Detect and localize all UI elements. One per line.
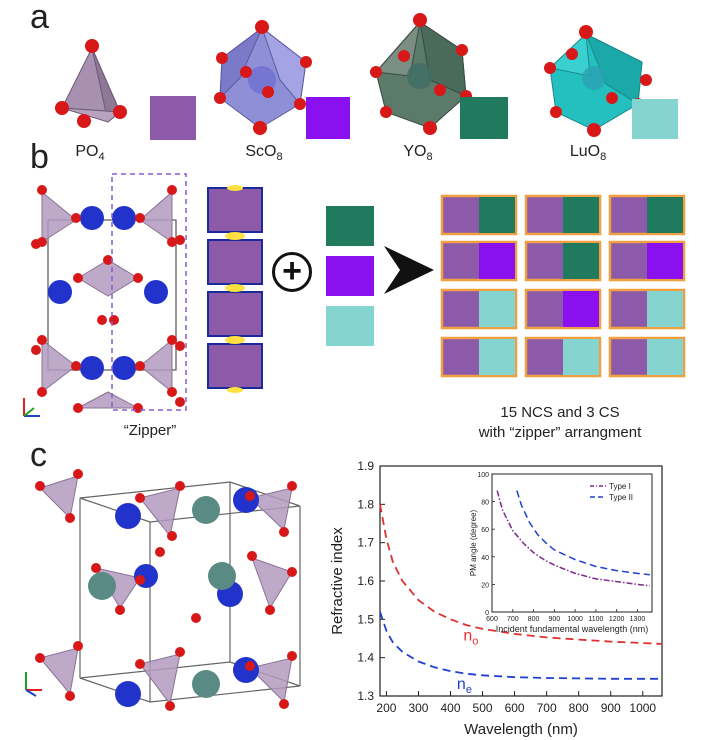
- y-tick-label: 1.8: [357, 497, 374, 511]
- luo8-label: LuO8: [569, 143, 607, 164]
- panel-a-label: a: [30, 0, 49, 36]
- x-tick-label: 600: [505, 701, 525, 715]
- x-tick-label: 1000: [629, 701, 656, 715]
- axis-indicator-c: [25, 672, 42, 697]
- y-tick-label: 1.7: [357, 536, 374, 550]
- zipper-block-column: [207, 185, 263, 393]
- plus-symbol: +: [272, 252, 312, 292]
- x-tick-label: 200: [376, 701, 396, 715]
- inset-y-tick-label: 80: [481, 500, 489, 507]
- inset-y-tick-label: 20: [481, 582, 489, 589]
- inset-x-tick-label: 1300: [630, 616, 646, 623]
- series-label-n_e: ne: [457, 676, 472, 696]
- x-tick-label: 800: [569, 701, 589, 715]
- y-axis-label: Refractive index: [329, 527, 346, 635]
- sco8-color-swatch: [306, 97, 350, 139]
- x-tick-label: 900: [601, 701, 621, 715]
- crystal-structure-c: [25, 469, 301, 711]
- panel-b-label: b: [30, 138, 49, 176]
- element-color-squares: [326, 206, 374, 346]
- x-tick-label: 700: [537, 701, 557, 715]
- panel-c-label: c: [30, 436, 47, 474]
- sco8-polyhedron: [214, 20, 312, 135]
- inset-series-line: [496, 490, 650, 587]
- axis-indicator: [23, 398, 40, 417]
- series-label-n_o: no: [463, 627, 478, 647]
- inset-y-tick-label: 0: [485, 610, 489, 617]
- po4-label: PO4: [75, 143, 105, 164]
- inset-x-axis-label: Incident fundamental wavelength (nm): [496, 624, 649, 634]
- y-tick-label: 1.6: [357, 574, 374, 588]
- ncs-cs-caption-line2: with “zipper” arrangment: [478, 424, 642, 441]
- ncs-cs-caption-line1: 15 NCS and 3 CS: [500, 404, 620, 421]
- combination-grid: [440, 194, 686, 378]
- inset-y-axis-label: PM angle (degree): [469, 510, 478, 577]
- inset-x-tick-label: 800: [528, 616, 540, 623]
- inset-x-tick-label: 1000: [567, 616, 583, 623]
- inset-y-tick-label: 40: [481, 555, 489, 562]
- x-tick-label: 500: [473, 701, 493, 715]
- inset-legend-label: Type II: [609, 493, 633, 502]
- inset-x-tick-label: 700: [507, 616, 519, 623]
- series-line-n_e: [379, 611, 662, 680]
- inset-x-tick-label: 900: [548, 616, 560, 623]
- po4-tetrahedron: [55, 39, 127, 128]
- arrow-icon: [384, 246, 434, 294]
- series-line-n_o: [379, 504, 663, 645]
- x-axis-label: Wavelength (nm): [464, 721, 578, 738]
- inset-y-tick-label: 100: [477, 472, 489, 479]
- zipper-label: “Zipper”: [123, 422, 177, 439]
- x-tick-label: 300: [408, 701, 428, 715]
- crystal-structure-b: [23, 173, 187, 417]
- x-tick-label: 400: [440, 701, 460, 715]
- polyhedra-row: [55, 13, 678, 140]
- inset-x-tick-label: 1200: [609, 616, 625, 623]
- inset-legend-label: Type I: [609, 482, 631, 491]
- inset-series-line: [516, 490, 650, 576]
- inset-x-tick-label: 1100: [588, 616, 603, 623]
- zipper-highlight-box: [111, 173, 187, 411]
- y-tick-label: 1.5: [357, 612, 374, 626]
- inset-x-tick-label: 600: [486, 616, 498, 623]
- sco8-label: ScO8: [245, 143, 283, 164]
- y-tick-label: 1.3: [357, 689, 374, 703]
- po4-color-swatch: [150, 96, 196, 140]
- luo8-color-swatch: [632, 99, 678, 139]
- y-tick-label: 1.9: [357, 459, 374, 473]
- yo8-label: YO8: [403, 143, 433, 164]
- inset-y-tick-label: 60: [481, 527, 489, 534]
- yo8-polyhedron: [370, 13, 472, 135]
- y-tick-label: 1.4: [357, 651, 374, 665]
- yo8-color-swatch: [460, 97, 508, 139]
